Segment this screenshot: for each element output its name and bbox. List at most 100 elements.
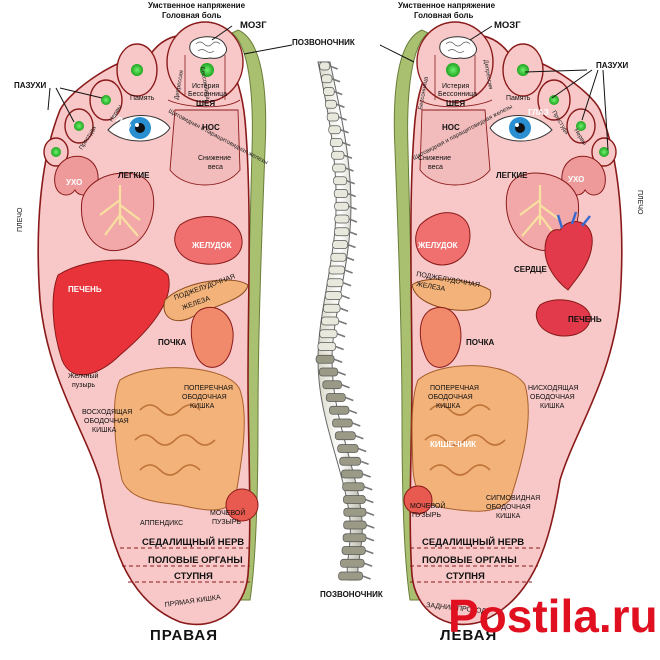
- vertebra: [343, 507, 367, 517]
- label-gall-2-r: пузырь: [72, 382, 95, 389]
- vertebra: [332, 163, 346, 173]
- vertebra-process: [340, 129, 349, 134]
- vertebra-process: [341, 294, 350, 300]
- vertebra: [328, 265, 345, 275]
- label-hysteria-r: Истерия: [192, 83, 219, 90]
- vertebra: [329, 405, 350, 415]
- label-brain-r: МОЗГ: [240, 20, 267, 31]
- label-spine-bottom: ПОЗВОНОЧНИК: [320, 590, 383, 599]
- label-scolon-2-l: ОБОДОЧНАЯ: [486, 504, 531, 511]
- label-tcolon-1-r: ПОПЕРЕЧНАЯ: [184, 385, 233, 392]
- vertebra: [321, 74, 333, 84]
- vertebra-process: [344, 269, 353, 274]
- vertebra-process: [345, 167, 354, 172]
- label-tcolon-3-l: КИШКА: [436, 403, 461, 410]
- vertebra-process: [363, 486, 373, 491]
- vertebra: [325, 393, 346, 402]
- label-genitals-r: ПОЛОВЫЕ ОРГАНЫ: [148, 555, 243, 566]
- vertebra-process: [337, 371, 346, 376]
- label-acolon-1-r: ВОСХОДЯЩАЯ: [82, 409, 132, 416]
- label-spine-top: ПОЗВОНОЧНИК: [292, 38, 355, 47]
- right-dot-toe3: [101, 95, 111, 105]
- vertebra: [323, 87, 335, 96]
- watermark-text: Postila.ru: [448, 590, 658, 642]
- vertebra: [329, 138, 343, 147]
- vertebra: [338, 571, 363, 581]
- vertebra-process: [357, 447, 367, 453]
- vertebra: [343, 520, 367, 530]
- left-intestines: [411, 365, 529, 512]
- label-bladder-2-l: ПУЗЫРЬ: [412, 512, 441, 519]
- vertebra: [315, 354, 335, 364]
- label-hysteria-l: Истерия: [442, 83, 469, 90]
- vertebra-process: [336, 103, 345, 108]
- vertebra-process: [345, 256, 355, 261]
- vertebra: [323, 303, 341, 313]
- right-intestines: [113, 367, 245, 511]
- vertebra-process: [338, 116, 347, 121]
- vertebra: [331, 150, 345, 160]
- label-insomnia-vert-r: Бессонница: [199, 66, 211, 101]
- right-bladder: [225, 488, 259, 522]
- vertebra: [326, 278, 344, 288]
- label-nose-r: НОС: [202, 123, 220, 132]
- vertebra: [339, 456, 361, 466]
- vertebra: [337, 444, 359, 453]
- vertebra-process: [365, 549, 374, 555]
- right-dot-toe4: [74, 121, 84, 131]
- label-weight-1-l: Снижение: [418, 155, 451, 162]
- label-dcolon-3-l: КИШКА: [540, 403, 565, 410]
- label-memory-l: Память: [506, 95, 531, 102]
- vertebra-process: [348, 205, 357, 210]
- label-heart-l: СЕРДЦЕ: [514, 265, 547, 274]
- label-sinuses-r: ПАЗУХИ: [14, 81, 47, 90]
- label-sciatic-l: СЕДАЛИЩНЫЙ НЕРВ: [422, 536, 524, 548]
- label-foot-r: СТУПНЯ: [174, 571, 213, 582]
- vertebra-process: [360, 460, 369, 465]
- vertebra: [341, 469, 363, 479]
- vertebra-process: [352, 422, 361, 427]
- label-gall-1-r: Желчный: [68, 372, 99, 380]
- label-headache-l: Головная боль: [414, 11, 473, 20]
- vertebra: [324, 291, 342, 300]
- vertebra-process: [329, 65, 338, 70]
- right-foot: [37, 21, 267, 626]
- label-lungs-l: ЛЕГКИЕ: [496, 171, 528, 180]
- vertebra-process: [339, 307, 349, 312]
- spine-illustration: [315, 61, 375, 581]
- right-intestine-coils: [134, 404, 216, 476]
- left-bladder: [403, 485, 433, 515]
- label-foot-l: СТУПНЯ: [446, 571, 485, 582]
- vertebra: [317, 342, 336, 351]
- title-right-foot: ПРАВАЯ: [150, 627, 218, 644]
- vertebra-process: [335, 345, 344, 351]
- label-acolon-2-r: ОБОДОЧНАЯ: [84, 418, 129, 425]
- vertebra: [342, 482, 365, 492]
- label-weight-1-r: Снижение: [198, 155, 231, 162]
- label-depression-l: Депрессия: [482, 59, 493, 90]
- label-scolon-1-l: СИГМОВИДНАЯ: [486, 495, 540, 502]
- label-kidney-r: ПОЧКА: [158, 338, 186, 347]
- vertebra: [326, 112, 339, 122]
- vertebra: [325, 99, 337, 109]
- vertebra-process: [343, 154, 353, 159]
- label-neck-l: ШЕЯ: [446, 99, 465, 108]
- vertebra: [341, 546, 366, 555]
- label-eye-l: ГЛАЗ: [528, 108, 549, 117]
- label-liver-l: ПЕЧЕНЬ: [568, 315, 602, 324]
- left-nose-zone: [419, 109, 491, 186]
- left-neck-band: [419, 99, 493, 108]
- right-dashed-lines: [120, 547, 250, 583]
- vertebra-process: [365, 511, 375, 516]
- vertebra-process: [365, 537, 375, 542]
- label-scolon-3-l: КИШКА: [496, 513, 521, 520]
- vertebra-process: [347, 243, 356, 249]
- vertebra: [334, 214, 350, 224]
- vertebra-process: [331, 78, 341, 83]
- right-lungs-bronchi: [99, 185, 141, 237]
- left-stomach: [415, 212, 471, 266]
- vertebra: [334, 431, 356, 441]
- leader-lines: [47, 25, 609, 151]
- left-toe-zone-lines: [434, 55, 476, 100]
- label-insomnia-r: Бессонница: [188, 91, 227, 98]
